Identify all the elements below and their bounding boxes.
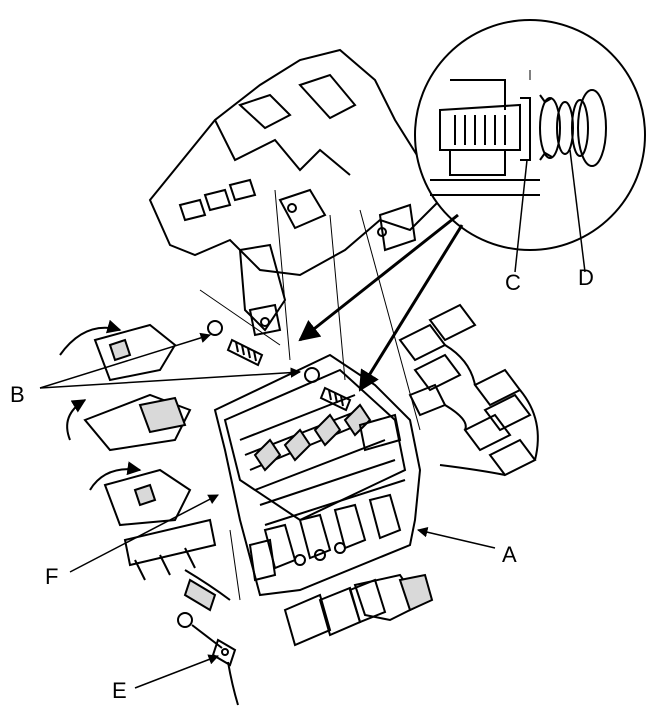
bottom-connectors xyxy=(183,569,434,647)
dashboard-panel xyxy=(148,48,442,337)
alignment-lines xyxy=(199,189,421,601)
right-connectors xyxy=(398,303,539,477)
mounting-bolts xyxy=(207,320,352,412)
inset-pointer-arrows xyxy=(298,213,464,392)
callout-label-b: B xyxy=(10,382,25,407)
callout-label-d: D xyxy=(578,265,594,290)
left-connectors xyxy=(59,319,217,581)
bolt-middle xyxy=(304,367,352,412)
relay-box-assembly xyxy=(213,353,422,597)
callout-leaders xyxy=(39,149,586,689)
bolt-upper xyxy=(207,320,264,367)
callout-label-f: F xyxy=(45,564,58,589)
ground-bolt xyxy=(177,612,239,706)
detail-inset xyxy=(414,19,646,251)
callout-label-c: C xyxy=(505,270,521,295)
callout-label-a: A xyxy=(502,542,517,567)
callout-label-e: E xyxy=(112,678,127,703)
